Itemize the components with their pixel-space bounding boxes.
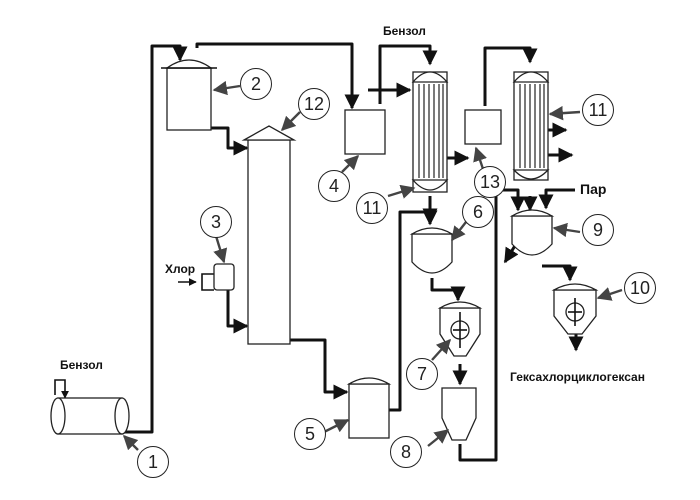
number-11a: 11 [356, 192, 388, 224]
leader-12 [280, 111, 301, 132]
number-11b: 11 [582, 94, 614, 126]
leader-2 [212, 80, 241, 96]
label-steam: Пар [580, 181, 607, 197]
separator-4 [344, 109, 386, 155]
label-benzene-top: Бензол [383, 24, 426, 38]
chlorine-dispenser-3 [213, 263, 235, 291]
collector-tank-5 [346, 377, 392, 439]
pipe-hopper8-to-reactor9 [458, 188, 526, 462]
chlorination-column-12 [241, 125, 297, 345]
benzene-storage-tank [50, 397, 130, 435]
reactor-2 [161, 59, 217, 131]
leader-11a [387, 184, 416, 199]
pipe-steam-in [538, 188, 575, 210]
leader-1 [122, 434, 139, 451]
number-7: 7 [406, 358, 438, 390]
number-10: 10 [624, 272, 656, 304]
label-chlorine: Хлор [165, 262, 196, 276]
leader-5 [323, 418, 350, 434]
dissolver-9 [509, 209, 555, 256]
number-4: 4 [318, 170, 350, 202]
number-3: 3 [200, 206, 232, 238]
number-5: 5 [294, 418, 326, 450]
filter-10 [551, 283, 599, 335]
number-9: 9 [582, 214, 614, 246]
leader-10 [596, 287, 623, 301]
pipe-tank1-to-reactor2 [125, 44, 188, 434]
pipe-unit3-to-column12 [220, 286, 249, 334]
leader-4 [341, 154, 360, 173]
number-2: 2 [240, 68, 272, 100]
leader-11b [548, 105, 581, 121]
label-benzene-left: Бензол [60, 358, 103, 372]
pipe-reactor6-to-centrifuge7 [430, 278, 466, 302]
number-1: 1 [137, 446, 169, 478]
centrifuge-7 [437, 301, 483, 357]
leader-3 [213, 235, 228, 264]
leader-8 [427, 429, 450, 447]
benzene-feed-hook [54, 379, 69, 399]
chlorine-feed-hook [201, 273, 214, 291]
number-12: 12 [298, 88, 330, 120]
pipe-benzene-top [378, 44, 438, 104]
leader-6 [451, 221, 467, 242]
pipe-reactor2-to-column12 [210, 126, 249, 156]
pipe-reactor9-to-filter10 [542, 264, 578, 282]
heat-exchanger-11b [512, 71, 550, 181]
number-8: 8 [390, 436, 422, 468]
separator-13 [464, 109, 502, 145]
heat-exchanger-11a [411, 71, 449, 193]
pipe-unit13-loop [483, 46, 538, 106]
leader-7 [431, 338, 451, 361]
number-6: 6 [462, 196, 494, 228]
label-product: Гексахлорциклогексан [510, 370, 645, 384]
crystallizer-6 [409, 227, 455, 274]
number-13: 13 [474, 166, 506, 198]
hopper-8 [441, 387, 477, 441]
leader-9 [552, 222, 581, 238]
pipe-reactor2-to-unit4 [195, 42, 360, 110]
pipe-column12-to-tank5 [290, 338, 349, 400]
